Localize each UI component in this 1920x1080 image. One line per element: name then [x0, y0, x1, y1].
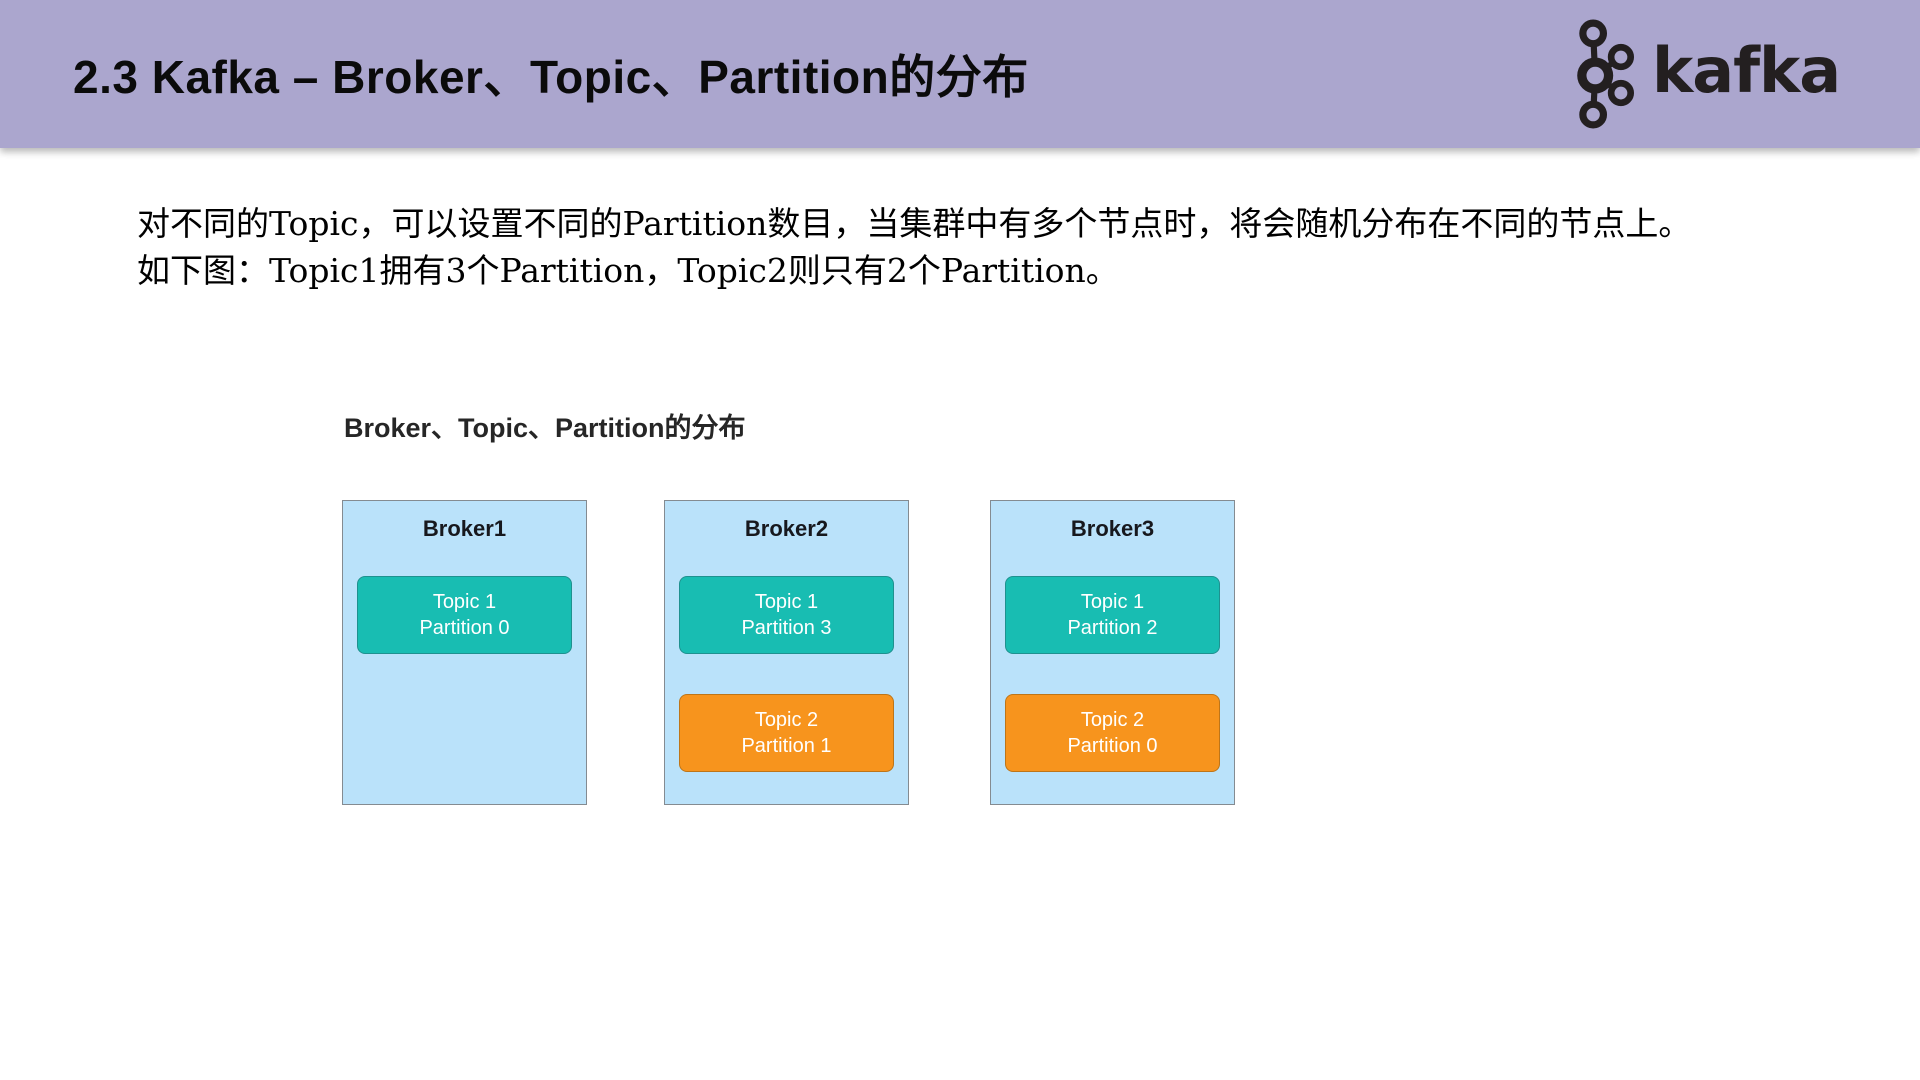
broker3-label: Broker3: [1070, 516, 1155, 541]
intro-line-2: 如下图：Topic1拥有3个Partition，Topic2则只有2个Parti…: [137, 251, 1119, 290]
page-title: 2.3 Kafka – Broker、Topic、Partition的分布: [73, 51, 1029, 103]
broker2-topic2-partition1: Topic 2 Partition 1: [679, 694, 894, 772]
partition-topic-label: Topic 1: [754, 591, 819, 613]
partition-number-label: Partition 0: [419, 617, 510, 639]
partition-number-label: Partition 3: [741, 617, 832, 639]
broker1-label: Broker1: [422, 516, 507, 541]
partition-number-label: Partition 2: [1067, 617, 1158, 639]
broker2-topic1-partition3: Topic 1 Partition 3: [679, 576, 894, 654]
broker3-box: Broker3 Topic 1 Partition 2 Topic 2 Part…: [990, 500, 1235, 805]
broker1-box: Broker1 Topic 1 Partition 0: [342, 500, 587, 805]
broker2-label: Broker2: [744, 516, 829, 541]
broker3-topic2-partition0: Topic 2 Partition 0: [1005, 694, 1220, 772]
partition-topic-label: Topic 2: [1080, 709, 1145, 731]
partition-topic-label: Topic 1: [432, 591, 497, 613]
diagram-title: Broker、Topic、Partition的分布: [344, 413, 746, 443]
kafka-logo-icon: [1576, 19, 1636, 129]
broker2-box: Broker2 Topic 1 Partition 3 Topic 2 Part…: [664, 500, 909, 805]
kafka-logo: kafka: [1576, 10, 1841, 138]
partition-number-label: Partition 1: [741, 735, 832, 757]
partition-topic-label: Topic 2: [754, 709, 819, 731]
intro-paragraph: 对不同的Topic，可以设置不同的Partition数目，当集群中有多个节点时，…: [137, 200, 1837, 294]
kafka-logo-wordmark: kafka: [1652, 34, 1841, 107]
slide-header: 2.3 Kafka – Broker、Topic、Partition的分布: [0, 0, 1920, 148]
partition-number-label: Partition 0: [1067, 735, 1158, 757]
broker3-topic1-partition2: Topic 1 Partition 2: [1005, 576, 1220, 654]
intro-line-1: 对不同的Topic，可以设置不同的Partition数目，当集群中有多个节点时，…: [137, 204, 1692, 243]
broker1-topic1-partition0: Topic 1 Partition 0: [357, 576, 572, 654]
partition-topic-label: Topic 1: [1080, 591, 1145, 613]
